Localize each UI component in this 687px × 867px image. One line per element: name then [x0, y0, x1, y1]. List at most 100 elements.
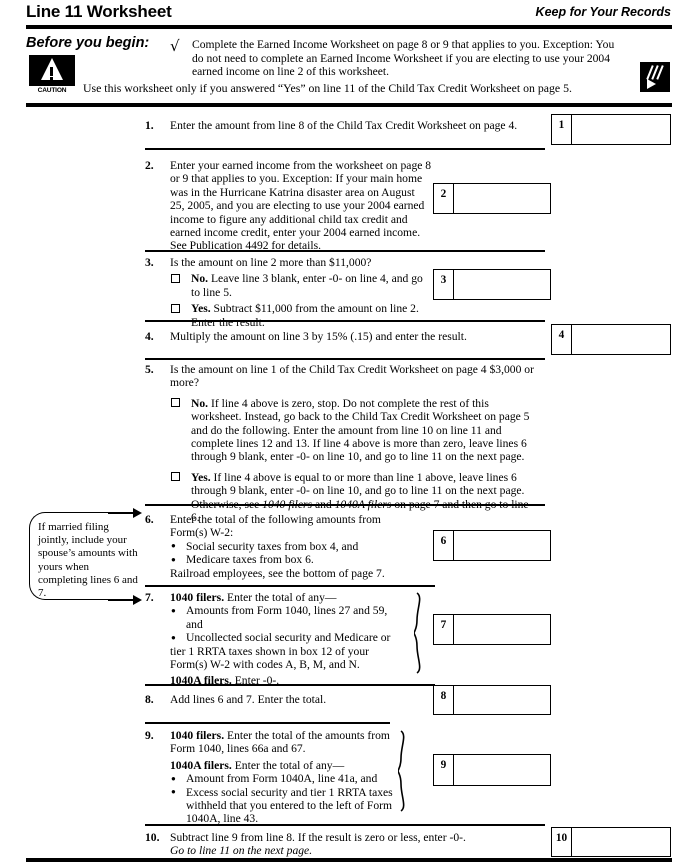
divider-after-line-8 [145, 722, 390, 725]
line-5-choice-yes[interactable]: Yes. If line 4 above is equal to or more… [170, 471, 540, 525]
header-rule [26, 25, 672, 29]
before-you-begin-section: Before you begin: CAUTION √ Complete the… [0, 29, 687, 102]
answer-box-input-7[interactable] [454, 615, 550, 644]
caution-exclamation-dot [50, 77, 53, 80]
line-5-question: Is the amount on line 1 of the Child Tax… [170, 363, 534, 390]
line-number: 10. [145, 831, 160, 844]
divider-after-line-9 [145, 824, 545, 827]
line-text: Multiply the amount on line 3 by 15% (.1… [170, 330, 467, 343]
line-7-lead: Enter the total of any— [224, 591, 337, 604]
line-6-bullet: Medicare taxes from box 6. [170, 553, 420, 567]
before-you-begin-rule [26, 103, 672, 107]
before-you-begin-paragraph-2: Use this worksheet only if you answered … [83, 81, 572, 95]
line-7-continuation: tier 1 RRTA taxes shown in box 12 of you… [170, 644, 369, 672]
line-9-mid: Enter the total of any— [231, 758, 345, 772]
answer-box-label: 6 [434, 531, 454, 560]
before-you-begin-paragraph-1: Complete the Earned Income Worksheet on … [192, 38, 615, 79]
caution-label: CAUTION [29, 86, 75, 95]
caution-icon: CAUTION [29, 55, 75, 95]
margin-note: If married filing jointly, include your … [29, 512, 139, 600]
before-you-begin-label: Before you begin: [26, 35, 150, 51]
brace-line-7 [414, 592, 430, 674]
answer-box-input-8[interactable] [454, 686, 550, 714]
answer-box-4[interactable]: 4 [551, 324, 671, 355]
margin-note-arrow-line-bottom [108, 599, 135, 601]
pencil-nib [647, 79, 656, 89]
answer-box-2[interactable]: 2 [433, 183, 551, 214]
line-3-question: Is the amount on line 2 more than $11,00… [170, 256, 372, 269]
divider-after-line-4 [145, 358, 545, 361]
keep-for-records-note: Keep for Your Records [535, 5, 671, 19]
answer-box-input-2[interactable] [454, 184, 550, 213]
answer-box-9[interactable]: 9 [433, 754, 551, 786]
answer-box-input-4[interactable] [572, 325, 670, 354]
line-6-tail: Railroad employees, see the bottom of pa… [170, 566, 385, 580]
answer-box-10[interactable]: 10 [551, 827, 671, 857]
answer-box-input-6[interactable] [454, 531, 550, 560]
line-9-mid-bold: 1040A filers. [170, 758, 232, 772]
choice-no-text: If line 4 above is zero, stop. Do not co… [191, 396, 530, 464]
answer-box-6[interactable]: 6 [433, 530, 551, 561]
line-5-choice-no[interactable]: No. If line 4 above is zero, stop. Do no… [170, 397, 540, 464]
divider-after-line-5 [145, 504, 545, 507]
line-9-lead-bold: 1040 filers. [170, 729, 225, 742]
margin-note-arrow-head-bottom [133, 595, 142, 605]
checkbox-no-icon[interactable] [171, 398, 180, 408]
margin-note-text: If married filing jointly, include your … [38, 521, 138, 600]
line-9-lead: Enter the total of the amounts from Form… [170, 729, 390, 756]
checkmark-icon: √ [170, 37, 180, 55]
line-10-italic-tail: Go to line 11 on the next page. [170, 844, 313, 858]
answer-box-label: 3 [434, 270, 454, 299]
margin-note-arrow-head-top [133, 508, 142, 518]
answer-box-input-9[interactable] [454, 755, 550, 785]
page-title: Line 11 Worksheet [26, 2, 172, 21]
answer-box-input-10[interactable] [572, 828, 670, 856]
line-3-choice-no[interactable]: No. Leave line 3 blank, enter -0- on lin… [170, 272, 432, 299]
answer-box-label: 1 [552, 115, 572, 144]
answer-box-input-1[interactable] [572, 115, 670, 144]
choice-yes-label: Yes. [191, 470, 211, 484]
line-7-bullet: Uncollected social security and Medicare… [170, 631, 405, 645]
line-text: Enter the amount from line 8 of the Chil… [170, 119, 518, 132]
answer-box-label: 7 [434, 615, 454, 644]
checkbox-yes-icon[interactable] [171, 472, 180, 482]
divider-after-line-7 [145, 684, 435, 687]
answer-box-3[interactable]: 3 [433, 269, 551, 300]
answer-box-label: 9 [434, 755, 454, 785]
caution-exclamation-bar [50, 67, 53, 76]
margin-note-bubble [29, 512, 137, 600]
line-number: 8. [145, 693, 154, 706]
line-6-bullet: Social security taxes from box 4, and [170, 539, 420, 553]
answer-box-1[interactable]: 1 [551, 114, 671, 145]
line-6-lead: Enter the total of the following amounts… [170, 513, 381, 540]
divider-after-line-1 [145, 148, 545, 151]
line-number: 7. [145, 591, 154, 604]
answer-box-8[interactable]: 8 [433, 685, 551, 715]
pencil-writing-icon [640, 62, 670, 92]
choice-no-label: No. [191, 272, 209, 286]
answer-box-label: 2 [434, 184, 454, 213]
line-7-lead-bold: 1040 filers. [170, 591, 225, 604]
answer-box-7[interactable]: 7 [433, 614, 551, 645]
line-7-bullet: Amounts from Form 1040, lines 27 and 59,… [170, 604, 405, 631]
line-text: Enter your earned income from the worksh… [170, 159, 432, 253]
line-9-bullet: Amount from Form 1040A, line 41a, and [170, 772, 395, 786]
line-number: 4. [145, 330, 154, 343]
choice-no-label: No. [191, 396, 209, 410]
line-3-choice-yes[interactable]: Yes. Subtract $11,000 from the amount on… [170, 302, 432, 329]
line-number: 1. [145, 119, 154, 132]
answer-box-input-3[interactable] [454, 270, 550, 299]
line-number: 6. [145, 513, 154, 526]
choice-yes-text-a: If line 4 above is equal to or more than… [191, 470, 525, 511]
checkbox-no-icon[interactable] [171, 273, 180, 283]
line-number: 3. [145, 256, 154, 269]
checkbox-yes-icon[interactable] [171, 303, 180, 313]
choice-yes-text: Subtract $11,000 from the amount on line… [191, 302, 419, 328]
answer-box-label: 8 [434, 686, 454, 714]
line-text: Add lines 6 and 7. Enter the total. [170, 693, 327, 706]
line-10-text: Subtract line 9 from line 8. If the resu… [170, 831, 466, 844]
divider-after-line-3 [145, 320, 545, 323]
footer-rule [26, 858, 672, 862]
margin-note-arrow-line-top [108, 512, 135, 514]
divider-after-line-6 [145, 585, 435, 588]
